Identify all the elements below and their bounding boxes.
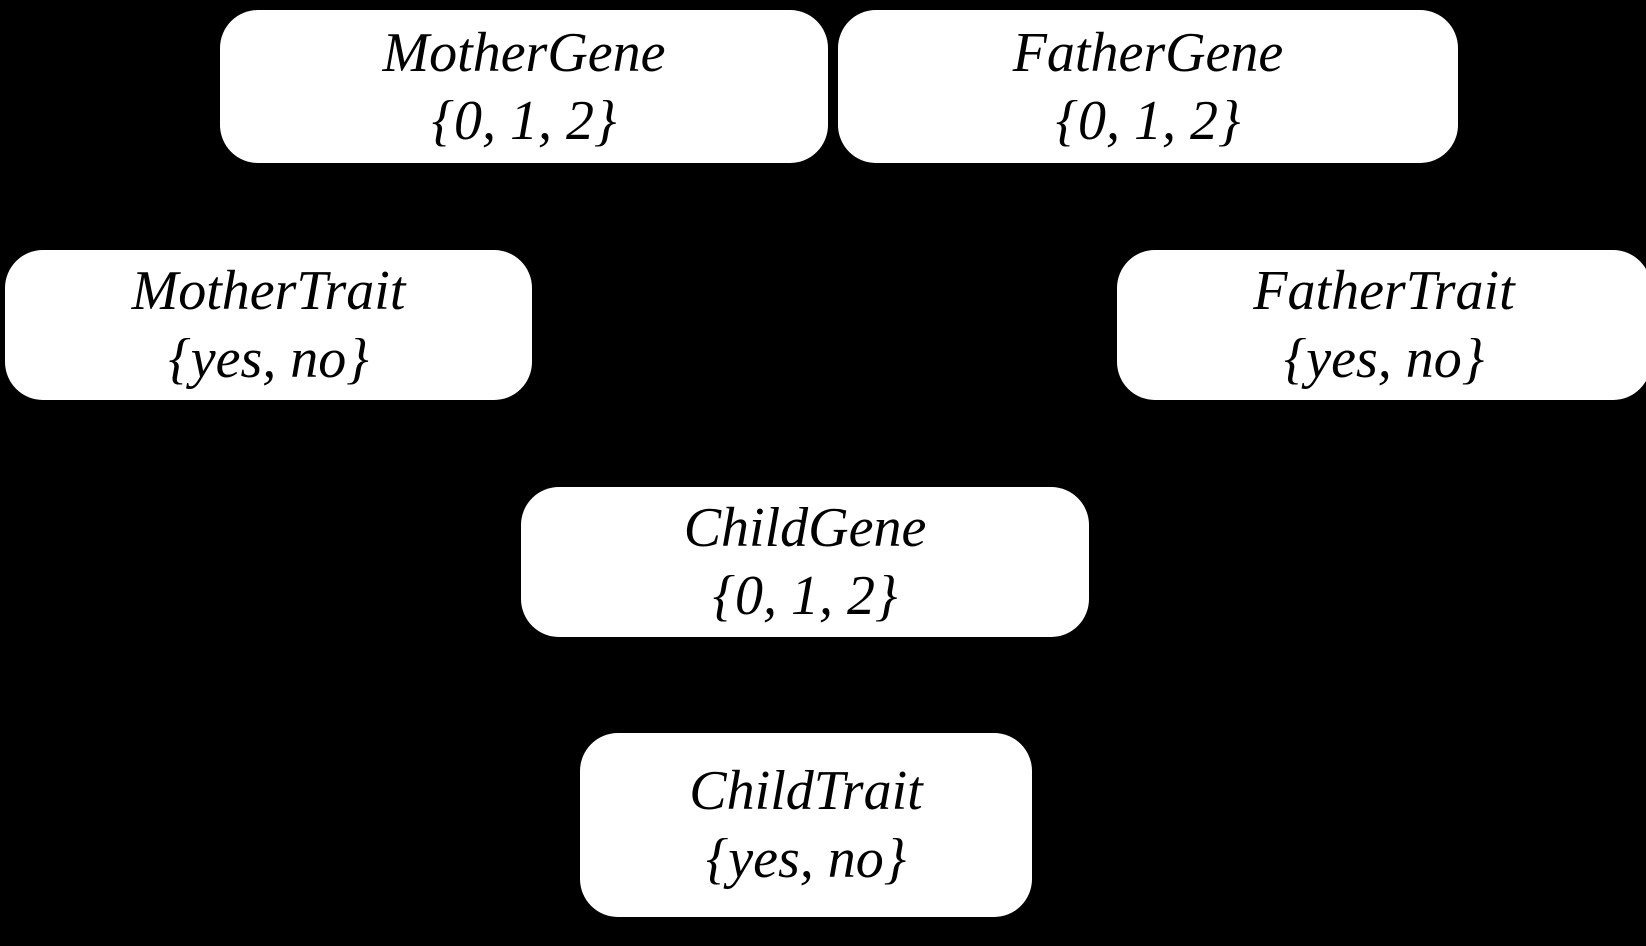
node-child-trait-label: ChildTrait	[689, 760, 923, 822]
node-child-gene-domain: {0, 1, 2}	[712, 565, 898, 627]
node-father-gene[interactable]: FatherGene {0, 1, 2}	[838, 10, 1458, 163]
node-father-gene-domain: {0, 1, 2}	[1055, 89, 1241, 152]
node-father-trait-label: FatherTrait	[1253, 260, 1515, 322]
node-child-gene[interactable]: ChildGene {0, 1, 2}	[521, 487, 1089, 637]
node-mother-trait-domain: {yes, no}	[168, 328, 369, 390]
node-child-trait[interactable]: ChildTrait {yes, no}	[580, 733, 1032, 917]
node-father-trait[interactable]: FatherTrait {yes, no}	[1117, 250, 1646, 400]
node-mother-gene-domain: {0, 1, 2}	[431, 89, 617, 152]
node-mother-gene[interactable]: MotherGene {0, 1, 2}	[220, 10, 828, 163]
node-mother-trait-label: MotherTrait	[131, 260, 406, 322]
node-father-gene-label: FatherGene	[1012, 21, 1284, 84]
node-child-trait-domain: {yes, no}	[705, 828, 907, 890]
node-father-trait-domain: {yes, no}	[1283, 328, 1485, 390]
node-child-gene-label: ChildGene	[683, 497, 927, 559]
node-mother-gene-label: MotherGene	[382, 21, 666, 84]
node-mother-trait[interactable]: MotherTrait {yes, no}	[5, 250, 532, 400]
